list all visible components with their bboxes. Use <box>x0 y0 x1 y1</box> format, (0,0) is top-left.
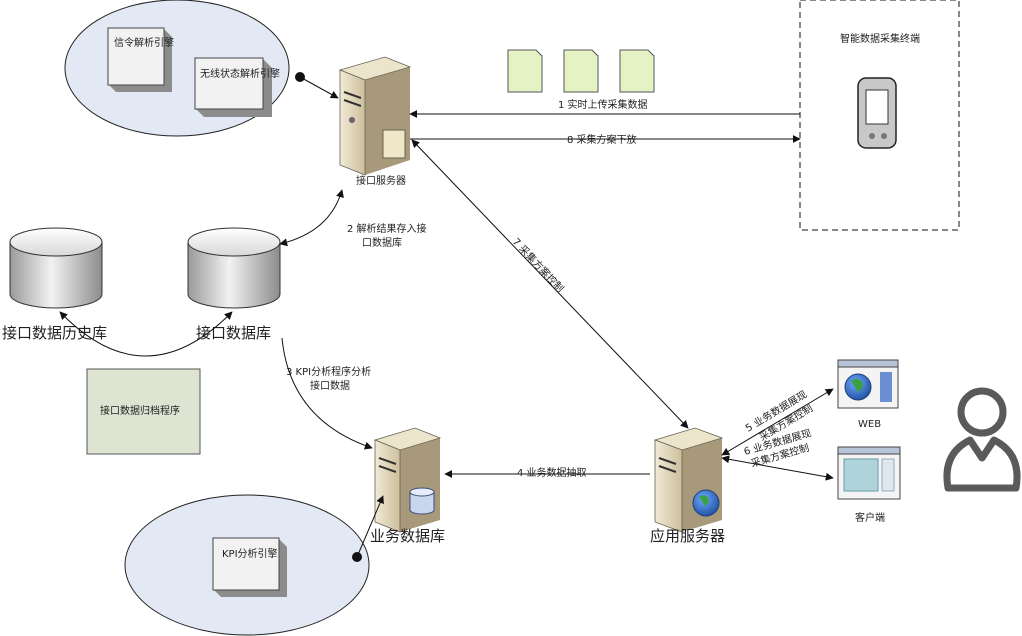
terminal-boundary <box>799 0 960 231</box>
edge-label-4: 4 业务数据抽取 <box>517 466 587 479</box>
edge-label-8: 8 采集方案下放 <box>567 133 637 146</box>
web-client-label: WEB <box>858 419 881 430</box>
database-icon <box>409 487 435 515</box>
archive-program-label: 接口数据归档程序 <box>100 404 180 417</box>
desktop-client-label: 客户端 <box>855 511 885 524</box>
archive-program-box <box>86 368 201 455</box>
folder-icon <box>382 129 406 159</box>
signal-engine-box: 信令解析引擎 <box>107 27 174 92</box>
handheld-device-icon <box>857 77 897 149</box>
history-db-label: 接口数据历史库 <box>2 324 107 342</box>
document-icon <box>619 49 655 93</box>
edge-label-3-line2: 接口数据 <box>310 379 350 392</box>
business-db-server-icon <box>373 427 442 533</box>
person-icon <box>943 387 1021 492</box>
desktop-client-window-icon <box>837 446 901 500</box>
edge-label-1: 1 实时上传采集数据 <box>558 98 648 111</box>
interface-database-icon <box>187 227 281 309</box>
app-server-icon <box>653 427 724 533</box>
document-icon <box>563 49 599 93</box>
kpi-engine-box: KPI分析引擎 <box>212 537 287 597</box>
kpi-engine-label: KPI分析引擎 <box>222 547 278 560</box>
edge-label-7: 7 采集方案控制 <box>510 235 567 295</box>
terminal-label: 智能数据采集终端 <box>840 32 920 45</box>
edge-label-2-line2: 口数据库 <box>362 236 402 249</box>
edge-label-2-line1: 2 解析结果存入接 <box>347 222 427 235</box>
interface-server-icon <box>338 56 412 176</box>
wireless-engine-label: 无线状态解析引擎 <box>200 67 280 80</box>
signal-engine-label: 信令解析引擎 <box>114 36 174 49</box>
history-database-icon <box>9 227 103 309</box>
edge-label-3-line1: 3 KPI分析程序分析 <box>286 365 371 378</box>
document-icon <box>507 49 543 93</box>
interface-db-label: 接口数据库 <box>196 324 271 342</box>
wireless-engine-box: 无线状态解析引擎 <box>194 57 280 117</box>
app-server-label: 应用服务器 <box>650 527 725 545</box>
browser-window-icon <box>837 359 899 409</box>
connector-dot <box>352 552 362 562</box>
business-db-label: 业务数据库 <box>370 527 445 545</box>
connector-dot <box>295 72 305 82</box>
interface-server-label: 接口服务器 <box>356 174 406 187</box>
